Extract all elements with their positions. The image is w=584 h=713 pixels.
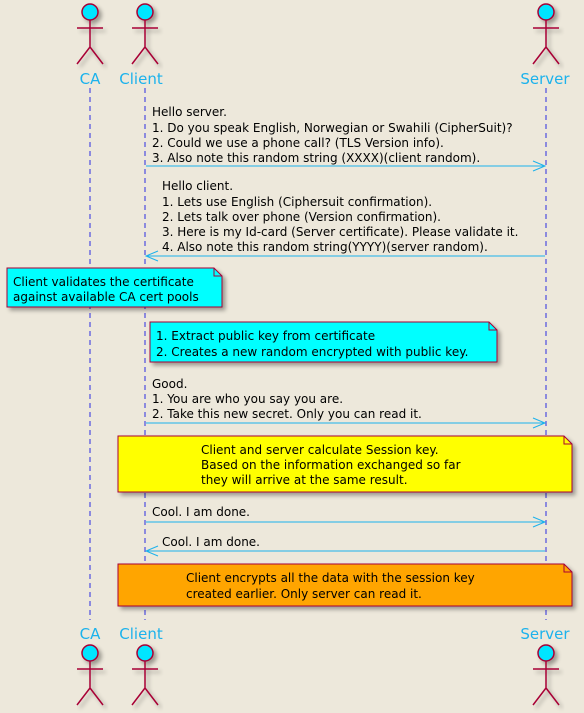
actor-client-bottom-label: Client	[119, 625, 163, 643]
message-2-line-3: 2. Lets talk over phone (Version confirm…	[162, 210, 441, 224]
message-1-line-1: Hello server.	[152, 105, 227, 119]
message-2-line-5: 4. Also note this random string(YYYY)(se…	[162, 240, 488, 254]
actor-ca-bottom-icon	[76, 644, 104, 706]
message-2-arrowhead	[144, 250, 159, 262]
note-4-line-2: created earlier. Only server can read it…	[186, 587, 422, 601]
message-3-line-3: 2. Take this new secret. Only you can re…	[152, 407, 422, 421]
actor-server-bottom-label: Server	[520, 625, 570, 643]
actor-server-bottom-icon	[532, 644, 560, 706]
note-3-line-1: Client and server calculate Session key.	[201, 443, 439, 457]
message-5-arrowhead	[144, 545, 159, 557]
message-1-arrowhead	[532, 160, 547, 172]
message-1-line-2: 1. Do you speak English, Norwegian or Sw…	[152, 121, 513, 135]
message-1-line-4: 3. Also note this random string (XXXX)(c…	[152, 151, 480, 165]
message-4-label: Cool. I am done.	[152, 505, 250, 519]
message-1-line-3: 2. Could we use a phone call? (TLS Versi…	[152, 136, 444, 150]
message-3-line-1: Good.	[152, 377, 187, 391]
message-1: Hello server. 1. Do you speak English, N…	[146, 105, 547, 172]
actor-client-top-icon	[131, 3, 159, 65]
actor-ca-bottom-label: CA	[80, 625, 101, 643]
message-2-line-1: Hello client.	[162, 179, 233, 193]
actor-ca-top-icon	[76, 3, 104, 65]
message-3-line-2: 1. You are who you say you are.	[152, 392, 343, 406]
message-4-arrowhead	[532, 516, 547, 528]
message-2-line-4: 3. Here is my Id-card (Server certificat…	[162, 225, 518, 239]
message-2: Hello client. 1. Lets use English (Ciphe…	[144, 179, 545, 262]
actor-server-top-icon	[532, 3, 560, 65]
message-3: Good. 1. You are who you say you are. 2.…	[146, 377, 547, 429]
message-2-line-2: 1. Lets use English (Ciphersuit confirma…	[162, 195, 432, 209]
note-encrypt-data: Client encrypts all the data with the se…	[117, 563, 573, 607]
note-session-key: Client and server calculate Session key.…	[117, 435, 573, 493]
message-4: Cool. I am done.	[146, 505, 547, 528]
note-public-key: 1. Extract public key from certificate 2…	[149, 321, 498, 363]
actor-client-bottom-icon	[131, 644, 159, 706]
note-3-line-3: they will arrive at the same result.	[201, 473, 408, 487]
note-2-line-2: 2. Creates a new random encrypted with p…	[156, 345, 468, 359]
message-3-arrowhead	[532, 417, 547, 429]
message-5: Cool. I am done.	[144, 535, 545, 557]
actor-server-top-label: Server	[520, 70, 570, 88]
note-4-line-1: Client encrypts all the data with the se…	[186, 571, 475, 585]
actor-client-top-label: Client	[119, 70, 163, 88]
note-1-line-2: against available CA cert pools	[13, 290, 199, 304]
note-3-line-2: Based on the information exchanged so fa…	[201, 458, 461, 472]
note-cert-validation: Client validates the certificate against…	[6, 267, 223, 308]
message-5-label: Cool. I am done.	[162, 535, 260, 549]
actor-ca-top-label: CA	[80, 70, 101, 88]
note-1-line-1: Client validates the certificate	[13, 275, 194, 289]
note-2-line-1: 1. Extract public key from certificate	[156, 329, 375, 343]
